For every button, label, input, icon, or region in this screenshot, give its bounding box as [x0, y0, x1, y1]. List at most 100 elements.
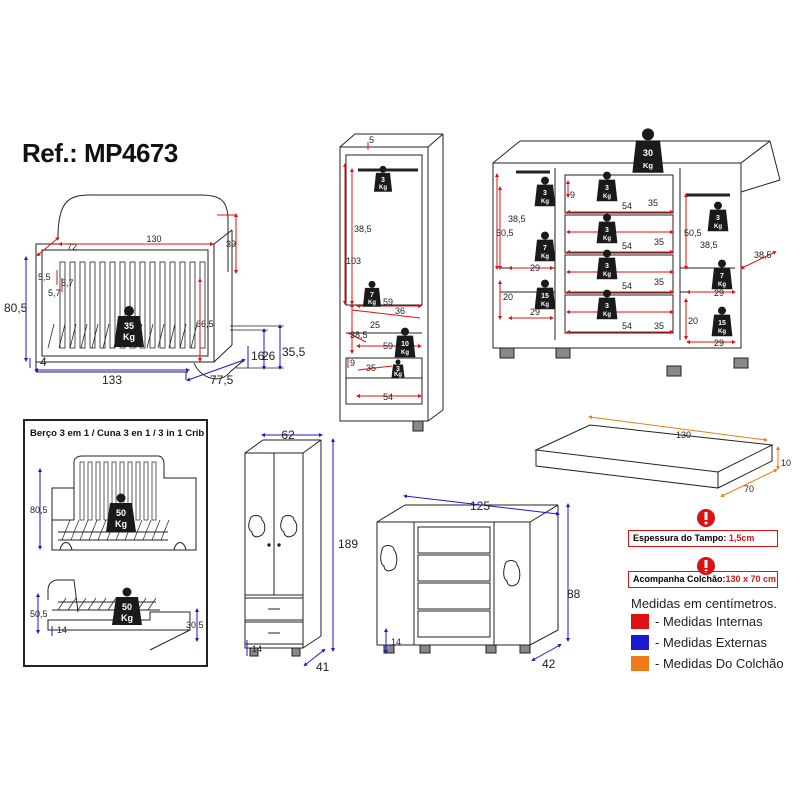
di-d9: 54	[622, 241, 632, 251]
weight-unit: Kg	[394, 372, 402, 378]
weight-icon	[711, 314, 733, 337]
bed-base-slat	[147, 597, 157, 611]
weight-value: 7	[370, 292, 374, 299]
weight-unit: Kg	[718, 282, 726, 288]
crib-slat	[89, 261, 96, 349]
crib-slat	[69, 261, 76, 349]
weight-value: 3	[605, 303, 609, 310]
weight-icon	[596, 297, 618, 320]
weight-icon	[391, 364, 405, 378]
wi-height: 103	[346, 256, 361, 266]
wi-top: 5	[369, 135, 374, 145]
c3-wt1: 50	[116, 508, 126, 518]
crib-3in1-weight-icon-1	[106, 493, 136, 532]
wi-w5: 9	[350, 358, 355, 368]
weight-icon	[714, 201, 722, 210]
c3-h3: 30,5	[186, 620, 204, 630]
di-d18: 29	[714, 288, 724, 298]
mattress-depth: 70	[744, 484, 754, 494]
wi-w7: 54	[383, 392, 393, 402]
weight-icon	[541, 176, 549, 185]
weight-value: 10	[401, 341, 409, 348]
legend-label-internal: - Medidas Internas	[655, 614, 763, 629]
weight-icon	[596, 221, 618, 244]
legend-label-mattress: - Medidas Do Colchão	[655, 656, 784, 671]
crib-3in1-base-slat	[142, 519, 152, 541]
de-height: 88	[567, 587, 581, 601]
mattress-width: 130	[676, 430, 691, 440]
bed-base-slat	[67, 597, 77, 611]
crib-base-slat	[157, 323, 165, 349]
crib-slat	[119, 261, 126, 349]
weight-value: 15	[718, 320, 726, 327]
crib-3in1-base-slat	[151, 519, 161, 541]
weight-unit: Kg	[541, 199, 549, 205]
weight-icon	[718, 259, 726, 268]
crib-base-slat	[69, 323, 77, 349]
di-d6: 9	[570, 190, 575, 200]
de-depth: 42	[542, 657, 556, 671]
weight-unit: Kg	[368, 300, 376, 306]
crib-slat	[149, 261, 156, 349]
we-width: 62	[281, 428, 295, 442]
di-d2: 38,5	[508, 214, 526, 224]
mattress-drawing	[534, 424, 774, 489]
crib-ext-depth: 77,5	[210, 373, 234, 387]
weight-value: 3	[543, 190, 547, 197]
dresser-exterior-drawing	[376, 504, 559, 654]
di-d17: 38,5	[754, 250, 772, 260]
legend-title: Medidas em centímetros.	[631, 596, 777, 611]
crib-3in1-base-slat	[79, 519, 89, 541]
wi-w4: 59	[383, 341, 393, 351]
crib-s1: 5,5	[38, 272, 51, 282]
crib-slat	[99, 261, 106, 349]
legend-swatch-red	[631, 614, 649, 629]
crib-3in1-slat	[87, 461, 93, 521]
mattress-note-label: Acompanha Colchão:	[633, 574, 726, 584]
wardrobe-exterior-drawing	[244, 439, 322, 657]
crib-slats	[47, 261, 206, 349]
de-leg: 14	[391, 637, 401, 647]
crib-slat	[109, 261, 116, 349]
crib-slat	[159, 261, 166, 349]
wardrobe-exterior-dimensions	[246, 433, 335, 667]
weight-unit: Kg	[401, 350, 409, 356]
crib-int-width: 130	[146, 234, 161, 244]
c3-wt2-unit: Kg	[121, 613, 133, 623]
crib-base-slat	[80, 323, 88, 349]
top-thickness-note: Espessura do Tampo: 1,5cm	[628, 530, 778, 547]
di-d1: 50,5	[496, 228, 514, 238]
weight-icon	[534, 287, 556, 310]
weight-unit: Kg	[541, 254, 549, 260]
c3-leg: 14	[57, 625, 67, 635]
crib-ext-height: 80,5	[4, 301, 28, 315]
we-depth: 41	[316, 660, 330, 674]
mattress-note-value: 130 x 70 cm	[725, 574, 777, 584]
weight-value: 7	[720, 273, 724, 280]
wi-shelf-h: 25	[370, 320, 380, 330]
weight-unit: Kg	[603, 272, 611, 278]
crib-slat	[169, 261, 176, 349]
di-d7: 54	[622, 201, 632, 211]
crib-3in1-slat	[151, 461, 157, 521]
weight-unit: Kg	[603, 312, 611, 318]
weight-icon	[395, 359, 401, 365]
crib-slat	[59, 261, 66, 349]
crib-s2: 5,7	[61, 278, 74, 288]
crib-3in1-weight-icon-2	[112, 587, 142, 625]
weight-icon	[707, 209, 729, 232]
weight-unit: Kg	[714, 224, 722, 230]
crib-slat	[189, 261, 196, 349]
bed-base-slat	[77, 597, 87, 611]
wi-w3: 38,5	[350, 330, 368, 340]
we-height: 189	[338, 537, 358, 551]
weight-icon	[534, 184, 556, 207]
wi-w1: 59	[383, 297, 393, 307]
de-width: 125	[470, 499, 490, 513]
crib-3in1-slat	[135, 461, 141, 521]
dresser-interior-dimensions	[495, 173, 777, 344]
crib-3in1-panel	[23, 419, 208, 667]
di-d15: 50,5	[684, 228, 702, 238]
crib-slat	[199, 261, 206, 349]
